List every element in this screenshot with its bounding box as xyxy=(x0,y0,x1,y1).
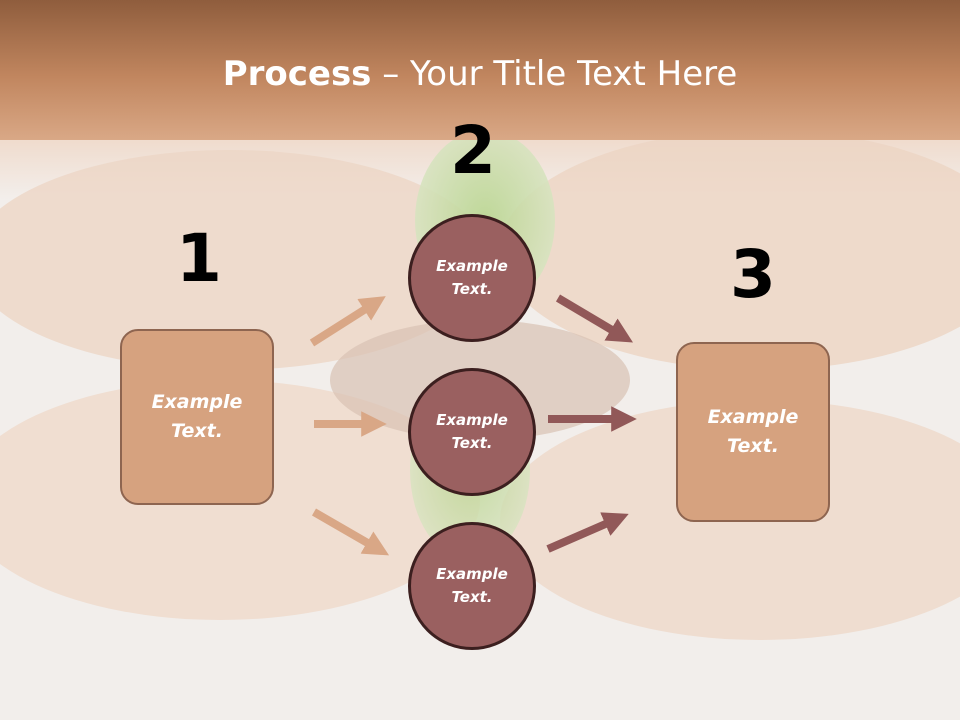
step-box-1-label: Example Text. xyxy=(151,391,243,442)
step-circle-3-label: Example Text. xyxy=(436,565,508,606)
slide-title: Process – Your Title Text Here xyxy=(0,54,960,94)
step-number-1: 1 xyxy=(176,220,222,297)
title-rest: – Your Title Text Here xyxy=(371,54,738,94)
arrow-circle1-to-box3 xyxy=(555,294,634,343)
step-box-1: Example Text. xyxy=(120,329,274,505)
step-number-2: 2 xyxy=(450,112,496,189)
step-circle-2: Example Text. xyxy=(408,368,536,496)
step-box-3-label: Example Text. xyxy=(707,406,799,457)
step-circle-1-label: Example Text. xyxy=(436,257,508,298)
arrow-circle3-to-box3 xyxy=(546,512,629,553)
step-number-3: 3 xyxy=(730,236,776,313)
arrow-box1-to-circle1 xyxy=(309,296,386,347)
title-bold: Process xyxy=(222,54,372,94)
step-circle-2-label: Example Text. xyxy=(436,411,508,452)
arrow-box1-to-circle3 xyxy=(311,508,390,556)
step-box-3: Example Text. xyxy=(676,342,830,522)
step-circle-1: Example Text. xyxy=(408,214,536,342)
step-circle-3: Example Text. xyxy=(408,522,536,650)
